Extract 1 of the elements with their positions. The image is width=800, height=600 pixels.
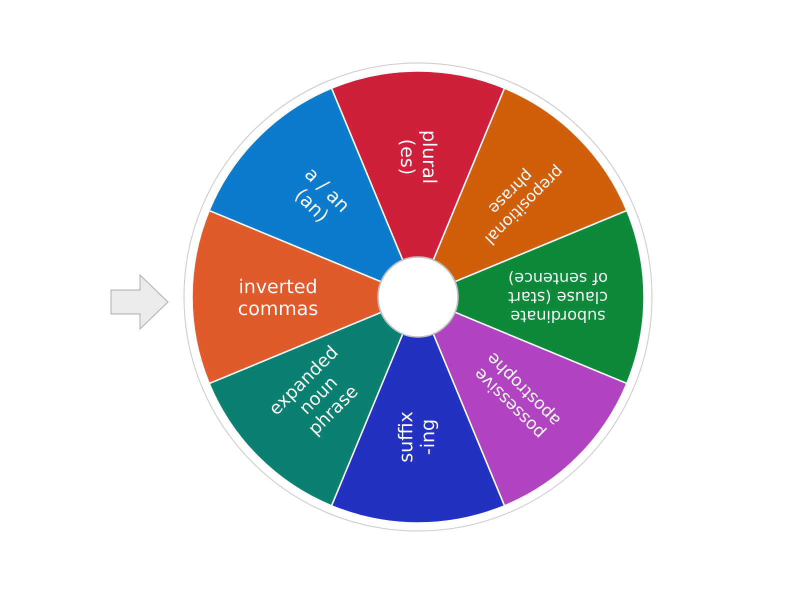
wheel-hub [377,256,459,338]
